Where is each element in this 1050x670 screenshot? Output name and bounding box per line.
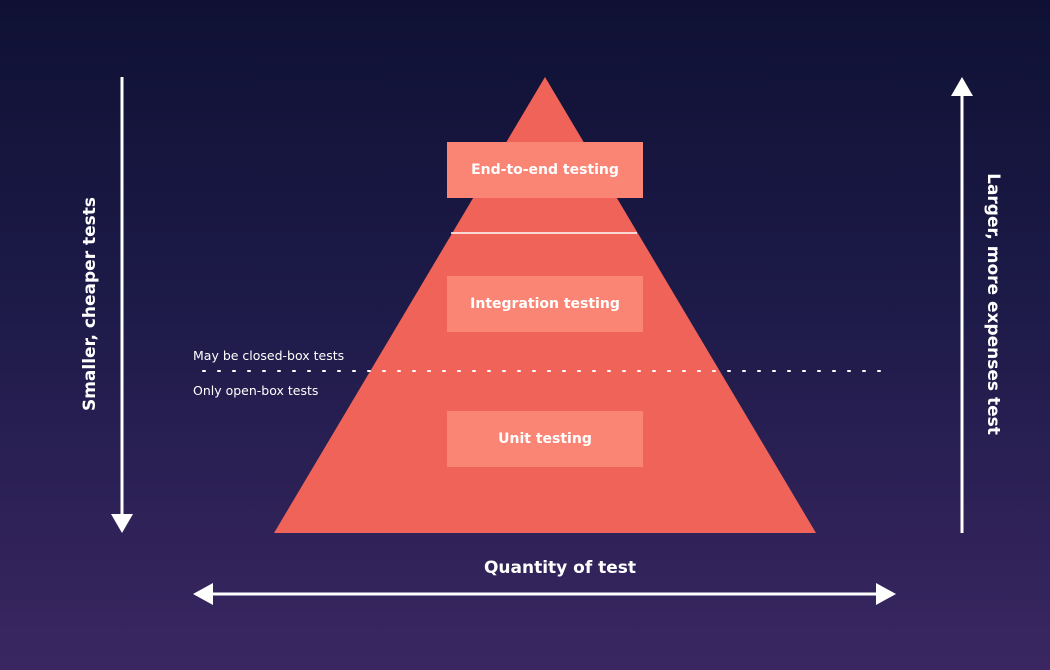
end-to-end-testing-box: End-to-end testing (447, 142, 643, 198)
down-arrow-icon (111, 77, 133, 533)
right-axis-label: Larger, more expenses test (983, 173, 1003, 435)
integration-testing-box: Integration testing (447, 276, 643, 332)
open-box-note: Only open-box tests (193, 383, 319, 398)
closed-box-note: May be closed-box tests (193, 348, 345, 363)
horizontal-double-arrow-icon (193, 583, 896, 605)
up-arrow-icon (951, 77, 973, 533)
unit-testing-box: Unit testing (447, 411, 643, 467)
bottom-axis-label: Quantity of test (483, 558, 637, 578)
left-axis-label: Smaller, cheaper tests (80, 196, 100, 412)
